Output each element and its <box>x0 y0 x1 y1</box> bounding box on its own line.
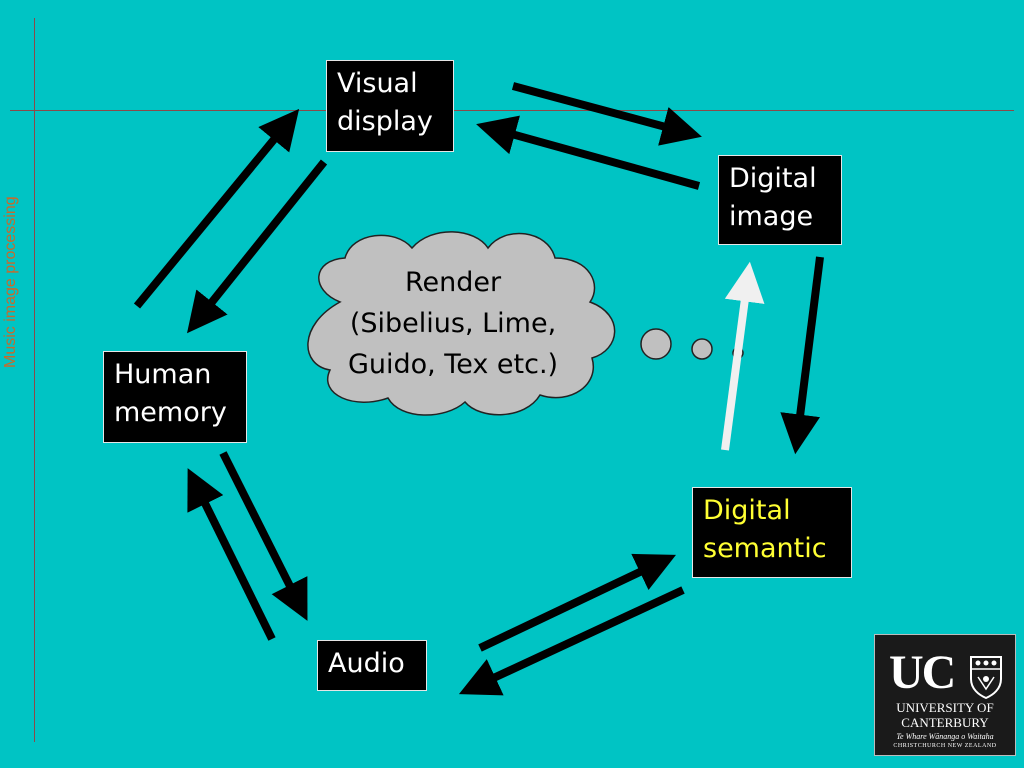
logo-line-1: UNIVERSITY OF <box>896 700 994 715</box>
arrow-visual-to-memory <box>187 159 328 334</box>
node-human-memory: Human memory <box>103 351 247 443</box>
logo-line-3: Te Whare Wānanga o Waitaha <box>896 732 994 741</box>
node-audio: Audio <box>317 640 427 691</box>
arrow-audio-to-semantic <box>478 553 677 652</box>
node-digital-semantic: Digital semantic <box>692 487 852 578</box>
arrow-image-to-semantic <box>780 256 824 455</box>
node-visual-display: Visual display <box>326 60 454 152</box>
arrow-render-semantic-to-image <box>721 261 765 451</box>
arrow-semantic-to-audio <box>458 586 685 696</box>
thought-cloud <box>307 231 744 416</box>
logo-initials: UC <box>889 646 956 699</box>
vertical-rule <box>34 18 35 742</box>
render-cloud-label: Render (Sibelius, Lime, Guido, Tex etc.) <box>347 267 559 380</box>
arrow-memory-to-audio <box>219 451 308 621</box>
arrow-visual-to-image <box>511 82 702 146</box>
university-logo: UC UNIVERSITY OF CANTERBURY Te Whare Wān… <box>874 634 1016 756</box>
arrow-memory-to-visual <box>133 108 300 309</box>
logo-line-2: CANTERBURY <box>901 715 989 730</box>
logo-line-4: CHRISTCHURCH NEW ZEALAND <box>893 743 997 749</box>
node-digital-image: Digital image <box>718 155 842 245</box>
horizontal-rule <box>10 110 1014 111</box>
arrow-image-to-visual <box>476 115 701 190</box>
arrow-audio-to-memory <box>187 468 276 641</box>
crest-icon <box>970 656 1002 699</box>
thought-bubble-medium <box>691 338 713 360</box>
thought-bubble-large <box>640 328 672 360</box>
